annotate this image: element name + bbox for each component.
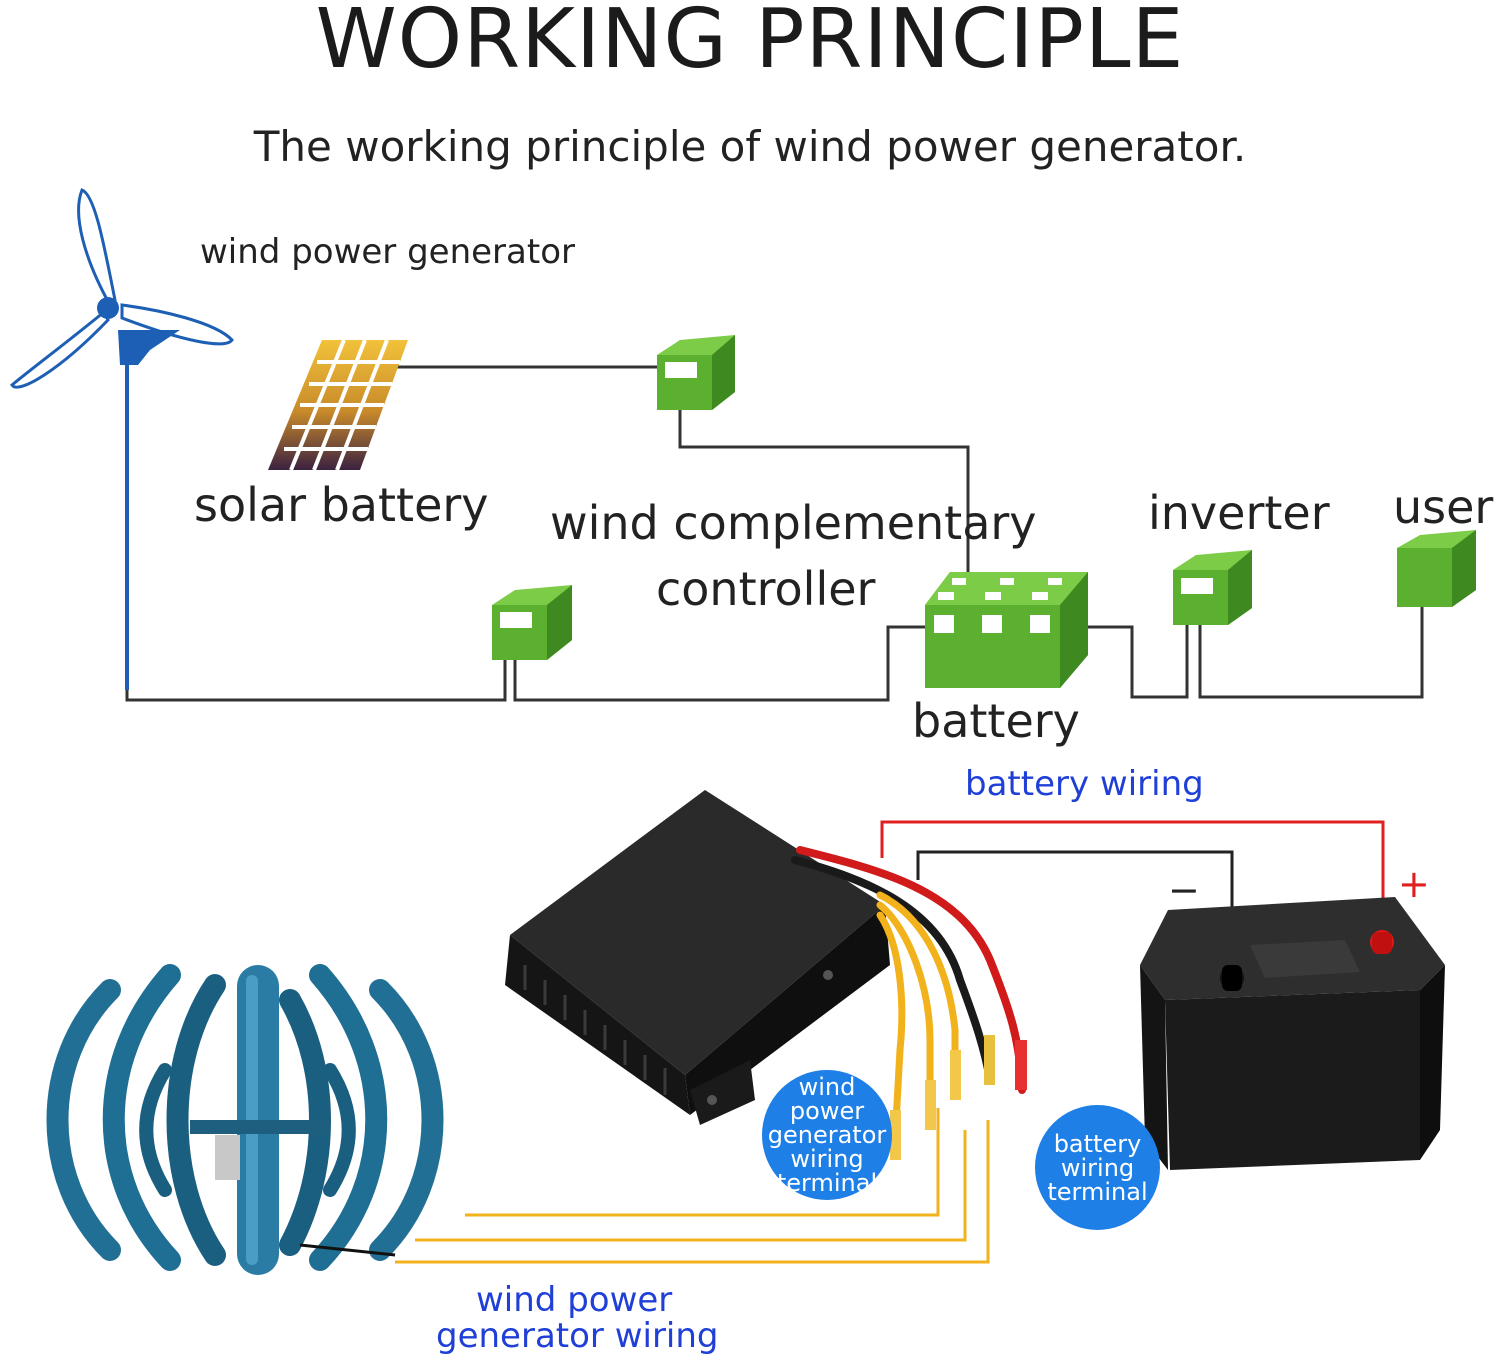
wind-terminal-bubble: wind power generator wiring terminal [762, 1070, 892, 1200]
generator-wires [395, 1108, 990, 1264]
user-box-icon [1397, 530, 1476, 607]
controller-label-line2: controller [656, 562, 876, 616]
wind-terminal-text-3: generator [767, 1121, 887, 1149]
inverter-label: inverter [1148, 486, 1330, 540]
battery-wiring-label: battery wiring [965, 764, 1204, 804]
controller-label-line1: wind complementary [550, 496, 1037, 550]
module-wires [791, 846, 1026, 1144]
battery-label: battery [912, 694, 1080, 748]
controller-box-icon [657, 335, 735, 410]
solar-panel-icon [268, 339, 408, 471]
system-wires [125, 365, 1424, 702]
wind-terminal-text-2: power [789, 1097, 865, 1125]
battery-terminal-text-1: battery [1053, 1129, 1142, 1158]
car-battery-icon [1140, 897, 1445, 1170]
wind-turbine-icon [10, 188, 234, 690]
solar-battery-label: solar battery [194, 478, 489, 532]
subtitle: The working principle of wind power gene… [253, 122, 1247, 171]
inverter-box-icon [1173, 550, 1252, 625]
wind-terminal-text-4: wiring [790, 1145, 864, 1173]
wind-terminal-text-1: wind [798, 1073, 856, 1101]
positive-sign: + [1398, 862, 1430, 906]
battery-terminal-bubble: battery wiring terminal [1035, 1105, 1160, 1230]
wire-terminal-tips [890, 1035, 1027, 1160]
wind-terminal-text-5: terminal [776, 1169, 878, 1197]
user-label: user [1393, 480, 1494, 534]
lantern-turbine-core [190, 965, 396, 1275]
wind-wiring-label-line2: generator wiring [436, 1316, 719, 1356]
wind-power-generator-label: wind power generator [200, 232, 575, 272]
negative-sign: − [1168, 868, 1200, 912]
rectifier-box-icon [492, 585, 572, 660]
battery-terminal-text-2: wiring [1060, 1153, 1135, 1182]
battery-icon [925, 572, 1088, 688]
page-title: WORKING PRINCIPLE [315, 0, 1185, 87]
battery-terminal-text-3: terminal [1047, 1177, 1148, 1206]
wind-wiring-label-line1: wind power [476, 1280, 673, 1320]
